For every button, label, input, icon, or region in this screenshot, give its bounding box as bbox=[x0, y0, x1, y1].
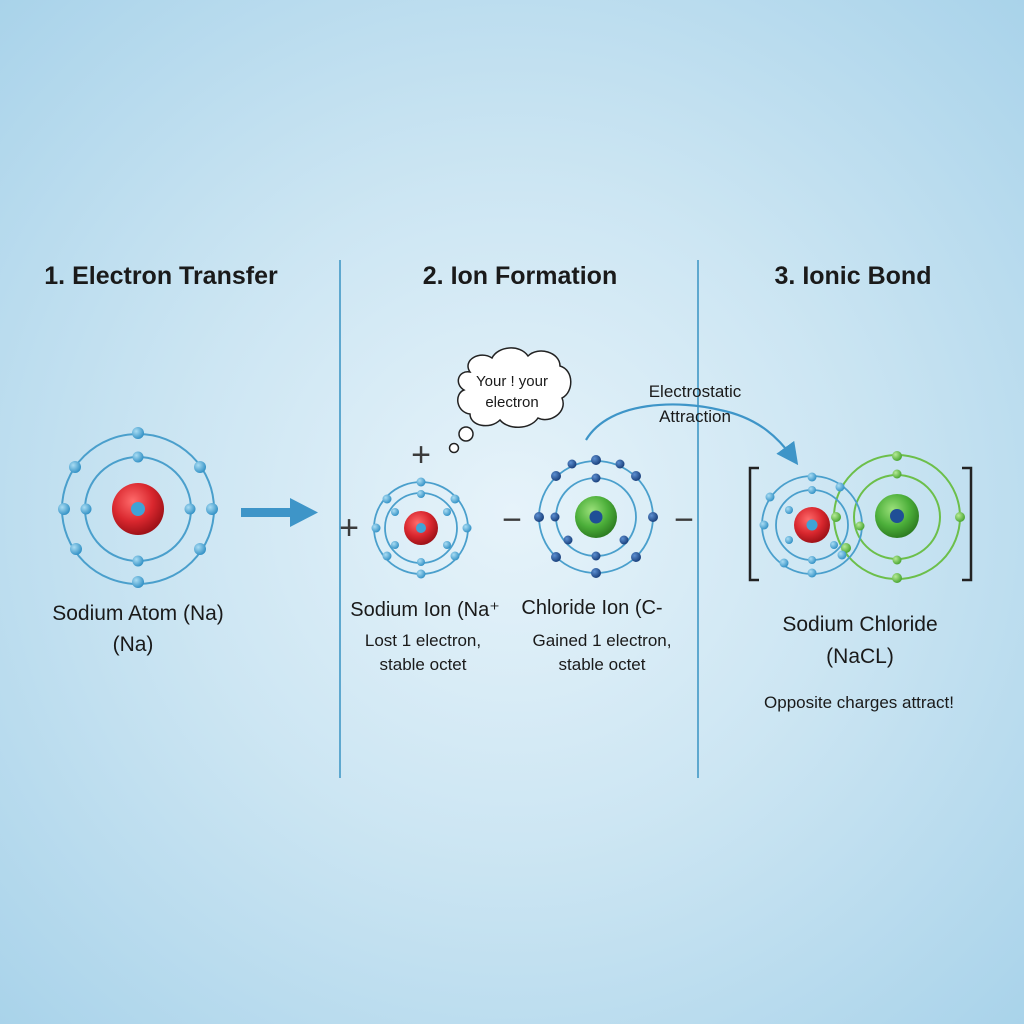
sodium-ion bbox=[371, 477, 472, 579]
chloride-ion-electrons bbox=[534, 455, 658, 578]
panel-1-heading: 1. Electron Transfer bbox=[44, 262, 278, 290]
attraction-label-line1: Electrostatic bbox=[648, 382, 742, 401]
sodium-electrons-bonded bbox=[759, 472, 847, 578]
sodium-core-electron bbox=[131, 502, 145, 516]
sodium-ion-label: Sodium Ion (Na⁺ bbox=[350, 599, 500, 621]
thought-bubble-line2: electron bbox=[485, 394, 539, 411]
transfer-arrow bbox=[241, 498, 318, 527]
panel-divider-1 bbox=[339, 260, 341, 778]
bracket-right bbox=[962, 466, 973, 582]
sodium-ion-desc-line2: stable octet bbox=[379, 655, 467, 674]
sodium-atom-label: Sodium Atom (Na) bbox=[52, 602, 224, 625]
sodium-atom-label-sub: (Na) bbox=[112, 633, 154, 656]
panel-divider-2 bbox=[697, 260, 699, 778]
sodium-chloride bbox=[748, 451, 973, 583]
chloride-ion-desc-line1: Gained 1 electron, bbox=[532, 631, 672, 650]
chloride-ion-label: Chloride Ion (C- bbox=[521, 597, 663, 619]
sodium-ion-plus-sign: + bbox=[411, 436, 431, 474]
sodium-ion-plus-sign-left: + bbox=[339, 509, 359, 547]
sodium-atom-electrons bbox=[58, 427, 218, 588]
sodium-chloride-caption: Opposite charges attract! bbox=[764, 693, 954, 712]
sodium-ion-desc-line1: Lost 1 electron, bbox=[364, 631, 482, 650]
chloride-ion-minus-sign-right: − bbox=[674, 501, 694, 539]
thought-bubble-line1: Your ! your bbox=[476, 373, 548, 390]
sodium-atom bbox=[58, 427, 218, 588]
attraction-label-line2: Attraction bbox=[659, 407, 731, 426]
chloride-ion-minus-sign-left: − bbox=[502, 501, 522, 539]
bracket-left bbox=[748, 466, 759, 582]
attraction-label: Electrostatic Attraction bbox=[649, 379, 742, 429]
chlorine-electrons-bonded bbox=[831, 451, 965, 583]
chloride-ion-desc-line2: stable octet bbox=[558, 655, 646, 674]
sodium-chloride-label: Sodium Chloride bbox=[782, 613, 938, 636]
sodium-ion-electrons bbox=[371, 477, 472, 579]
panel-2-heading: 2. Ion Formation bbox=[422, 262, 618, 290]
thought-bubble bbox=[448, 347, 572, 454]
attraction-arrow bbox=[585, 403, 799, 466]
panel-3-heading: 3. Ionic Bond bbox=[774, 262, 932, 290]
sodium-chloride-formula: (NaCL) bbox=[826, 645, 894, 668]
thought-bubble-text: Your ! your electron bbox=[476, 371, 548, 413]
chloride-ion bbox=[534, 455, 658, 578]
